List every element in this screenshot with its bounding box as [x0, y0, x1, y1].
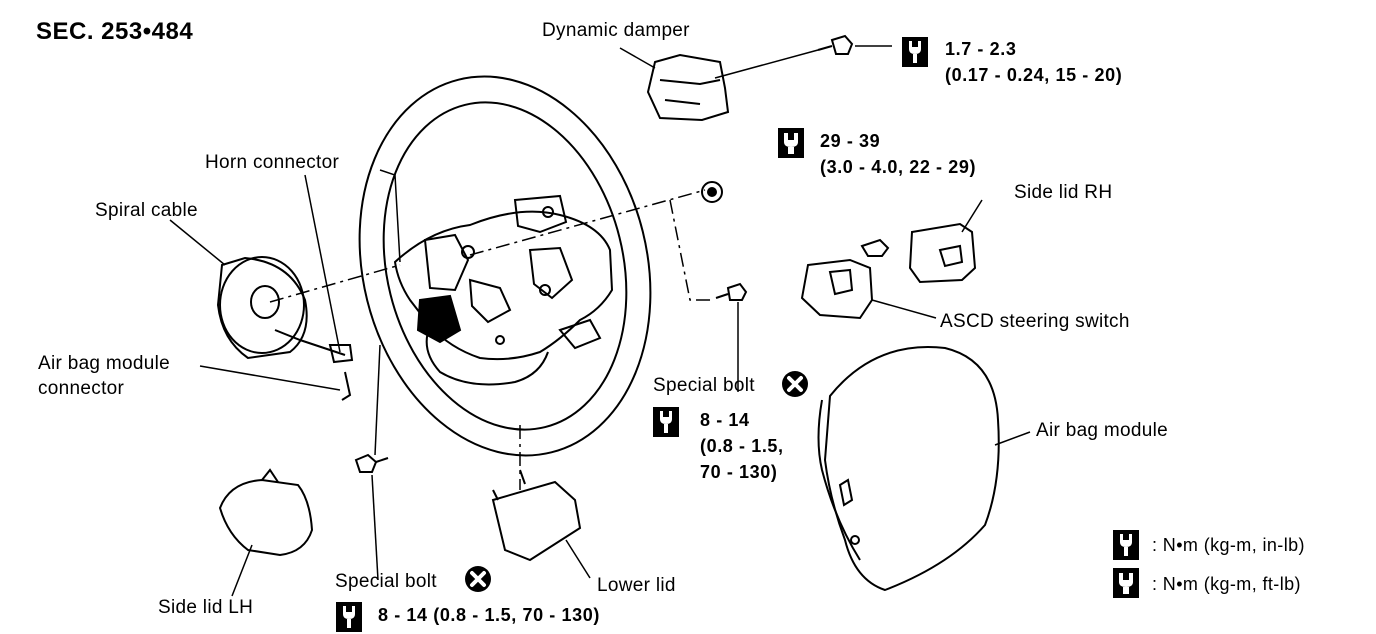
section-code: SEC. 253•484: [36, 18, 194, 45]
torque-special-upper-value: 8 - 14: [700, 410, 750, 430]
label-lower-lid: Lower lid: [597, 575, 676, 596]
torque-damper-units: (0.17 - 0.24, 15 - 20): [945, 65, 1123, 85]
torque-special-lower: 8 - 14 (0.8 - 1.5, 70 - 130): [378, 605, 600, 625]
label-special-bolt-upper: Special bolt: [653, 375, 755, 396]
torque-wrench-open-icon: [778, 128, 804, 158]
legend-wrench-icon: [1113, 530, 1139, 560]
label-side-lid-rh: Side lid RH: [1014, 182, 1113, 203]
steering-wheel: [358, 75, 652, 457]
replace-x-icon: [463, 564, 493, 594]
legend-in-lb: : N•m (kg-m, in-lb): [1152, 535, 1305, 555]
spiral-cable: [216, 256, 354, 401]
leader-lines: [169, 45, 1031, 597]
label-dynamic-damper: Dynamic damper: [542, 20, 690, 41]
label-side-lid-lh: Side lid LH: [158, 597, 254, 618]
torque-wrench-icon: [902, 37, 928, 67]
damper-bolt: [817, 34, 854, 55]
torque-wrench-icon: [653, 407, 679, 437]
torque-wrench-icon: [336, 602, 362, 632]
torque-nut-units: (3.0 - 4.0, 22 - 29): [820, 157, 977, 177]
center-lines: [269, 189, 712, 490]
side-lid-rh: [908, 222, 977, 284]
label-ascd-steering-switch: ASCD steering switch: [940, 311, 1130, 332]
replace-x-icon: [780, 369, 810, 399]
special-bolt-upper-part: [715, 282, 748, 301]
legend-ft-lb: : N•m (kg-m, ft-lb): [1152, 574, 1301, 594]
torque-nut-value: 29 - 39: [820, 131, 881, 151]
side-lid-lh: [218, 468, 314, 557]
label-air-bag-module-connector-1: Air bag module: [38, 353, 170, 374]
steering-nut: [701, 181, 723, 203]
label-air-bag-module: Air bag module: [1036, 420, 1168, 441]
label-air-bag-module-connector-2: connector: [38, 378, 125, 399]
legend-wrench-open-icon: [1113, 568, 1139, 598]
ascd-steering-switch: [800, 238, 890, 320]
torque-damper-value: 1.7 - 2.3: [945, 39, 1017, 59]
torque-special-upper-units-2: 70 - 130): [700, 462, 778, 482]
special-bolt-lower-part: [354, 453, 389, 473]
torque-special-upper-units: (0.8 - 1.5,: [700, 436, 784, 456]
dynamic-damper: [646, 53, 730, 122]
label-special-bolt-lower: Special bolt: [335, 571, 437, 592]
air-bag-module: [817, 346, 1000, 592]
label-horn-connector: Horn connector: [205, 152, 340, 173]
label-spiral-cable: Spiral cable: [95, 200, 198, 221]
lower-lid: [491, 469, 582, 562]
